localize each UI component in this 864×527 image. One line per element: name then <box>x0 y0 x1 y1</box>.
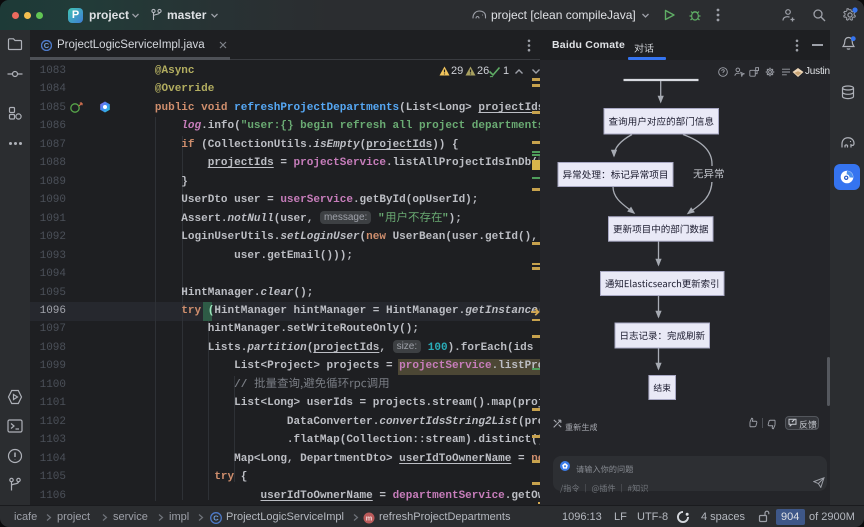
svg-text:m: m <box>366 513 373 522</box>
svg-text:C: C <box>213 513 219 522</box>
svg-text:C: C <box>44 41 50 50</box>
